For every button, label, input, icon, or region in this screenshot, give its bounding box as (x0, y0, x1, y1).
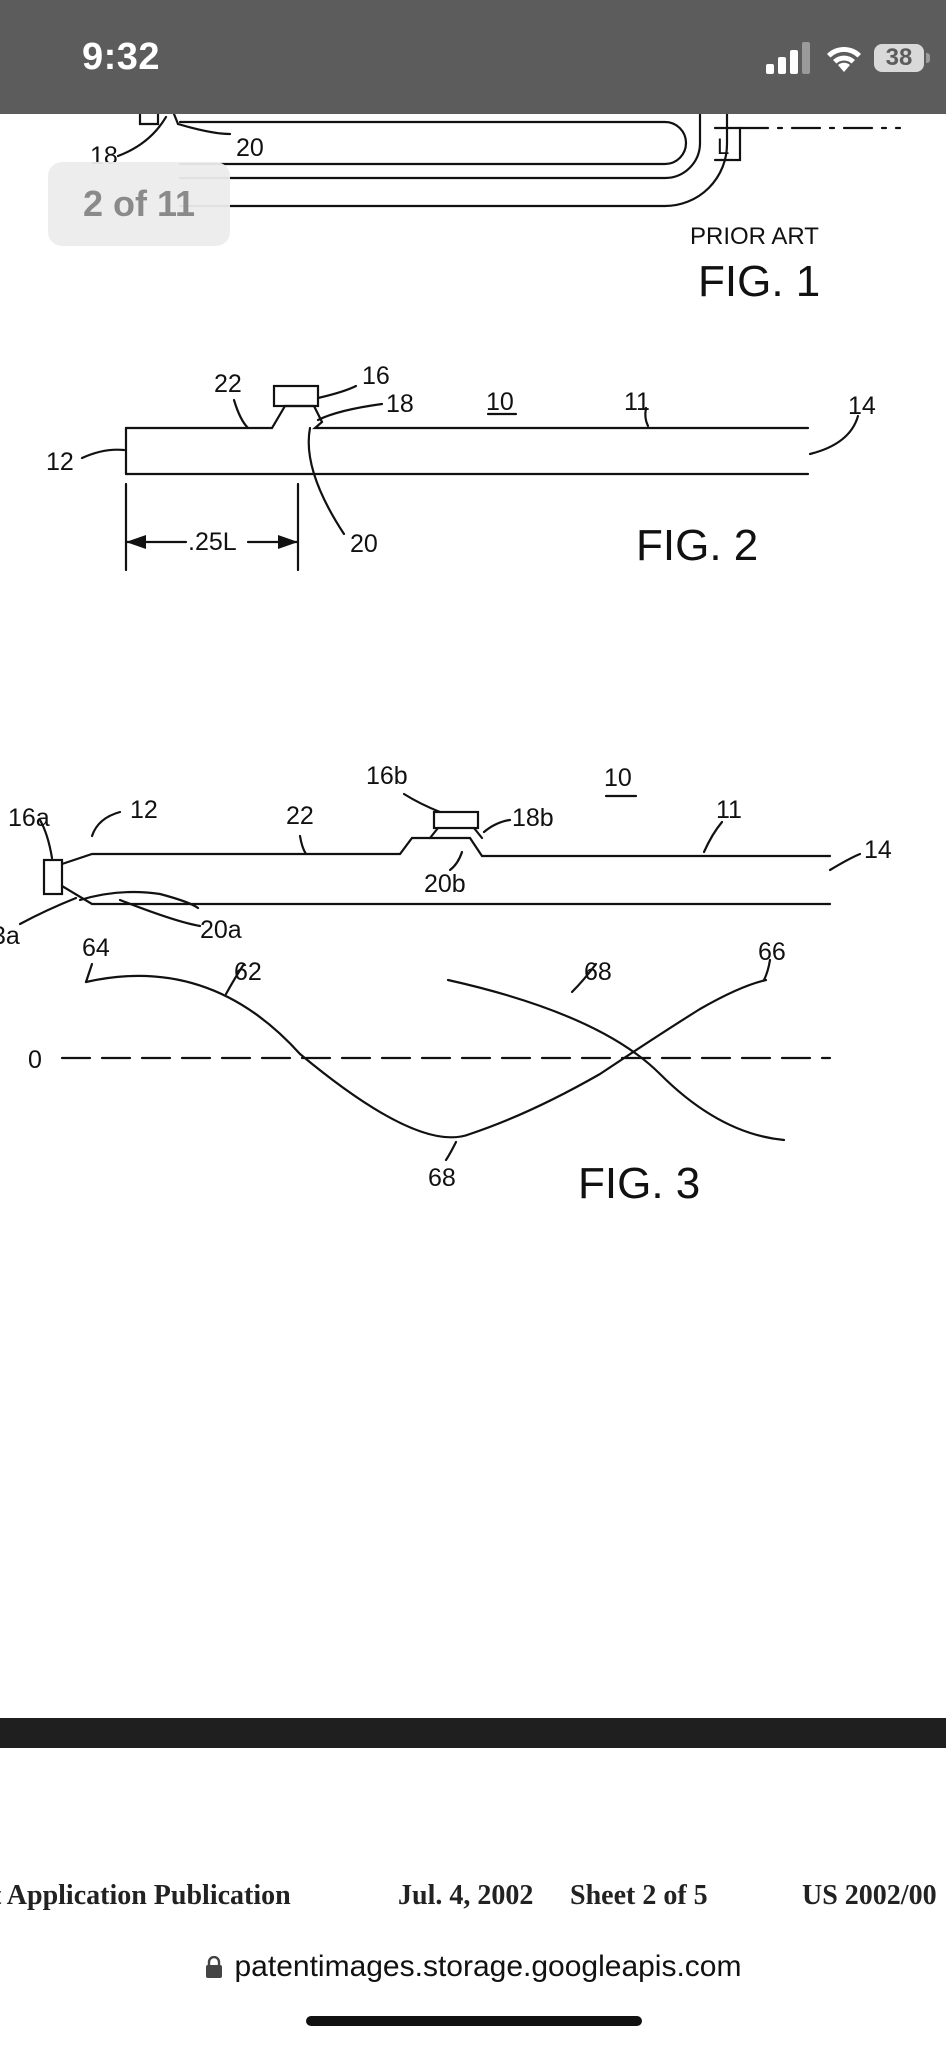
publication-number: US 2002/00 (802, 1880, 937, 1911)
fig1-leader-20 (176, 122, 232, 136)
fig3-label-11: 11 (716, 796, 742, 824)
page-separator (0, 1718, 946, 1748)
battery-cap (926, 53, 930, 63)
fig3-leader-18b (482, 818, 512, 834)
fig1-label-20: 20 (236, 134, 264, 162)
fig3-leader-14 (828, 852, 862, 872)
fig2-label-22: 22 (214, 370, 242, 398)
battery-level: 38 (885, 44, 913, 71)
fig3-leader-62 (224, 962, 246, 996)
fig2-leader-20 (307, 426, 346, 536)
fig1-box (713, 126, 742, 162)
fig1-clamp-edge (172, 114, 180, 126)
fig3-label-20b: 20b (424, 870, 466, 898)
fig3-title: FIG. 3 (578, 1159, 700, 1208)
status-time: 9:32 (82, 36, 161, 78)
fig2-label-14: 14 (848, 392, 876, 420)
publication-header: t Application Publication Jul. 4, 2002 S… (0, 1880, 946, 1920)
fig3-bottom-surface (60, 884, 832, 906)
fig3-label-3a: 3a (0, 922, 20, 950)
patent-figures: 18 20 L PRIOR ART FIG. 1 22 16 18 10 11 … (0, 114, 902, 1208)
fig3-label-22: 22 (286, 802, 314, 830)
fig3-leader-20b (448, 850, 464, 872)
patent-drawing-page[interactable]: 18 20 L PRIOR ART FIG. 1 22 16 18 10 11 … (0, 114, 946, 1718)
address-bar[interactable]: patentimages.storage.googleapis.com (0, 1950, 946, 1990)
next-page-area (0, 1748, 946, 2048)
fig1-tube-inner (178, 120, 688, 166)
fig3-label-16b: 16b (366, 762, 408, 790)
fig3-label-68-top: 68 (584, 958, 612, 986)
fig1-title: FIG. 1 (698, 257, 820, 306)
publication-type: t Application Publication (0, 1880, 291, 1911)
lock-icon (205, 1956, 222, 1978)
battery-body (874, 44, 924, 72)
fig1-label-L: L (717, 134, 729, 159)
fig2-label-11: 11 (624, 388, 650, 416)
fig3-sensor-16a (42, 858, 64, 896)
url-text[interactable]: patentimages.storage.googleapis.com (234, 1950, 742, 1983)
fig3-label-18b: 18b (512, 804, 554, 832)
fig3-sensor-20a-loop (78, 890, 200, 910)
fig3-label-20a: 20a (200, 916, 242, 944)
sheet-number: Sheet 2 of 5 (570, 1880, 708, 1911)
fig2-dim-arrowhead-left (126, 535, 146, 549)
fig3-sensor-16b-leg-r (472, 826, 484, 840)
fig2-leader-22 (232, 398, 250, 430)
fig3-leader-3a (18, 896, 78, 926)
fig3-curve-68 (446, 978, 786, 1142)
fig2-label-25L: .25L (188, 528, 237, 556)
fig1-leader-18 (116, 115, 168, 158)
fig2-label-16: 16 (362, 362, 390, 390)
wifi-icon (827, 46, 861, 72)
publication-date: Jul. 4, 2002 (398, 1880, 534, 1911)
fig1-tube-outer (178, 114, 702, 180)
fig2-label-12: 12 (46, 448, 74, 476)
fig2-leader-16 (316, 384, 358, 400)
fig2-leader-18 (316, 402, 384, 422)
fig3-label-16a: 16a (8, 804, 50, 832)
fig3-leader-20a (118, 898, 202, 928)
fig2-sensor-16 (272, 384, 320, 408)
fig3-label-62: 62 (234, 958, 262, 986)
fig3-label-10: 10 (604, 764, 632, 792)
fig3-label-64: 64 (82, 934, 110, 962)
battery-icon: 38 (874, 44, 930, 74)
fig3-label-68-bottom: 68 (428, 1164, 456, 1192)
fig2-title: FIG. 2 (636, 521, 758, 570)
fig2-leader-11 (644, 406, 650, 428)
cellular-signal-icon (766, 42, 810, 74)
fig2-leader-14 (808, 414, 860, 456)
fig3-curve-62-66 (84, 974, 768, 1139)
fig2-label-10: 10 (486, 388, 514, 416)
fig1-prior-art: PRIOR ART (690, 223, 819, 250)
fig3-leader-68-top (570, 962, 598, 994)
fig3-leader-11 (702, 820, 724, 854)
fig3-leader-12 (90, 810, 122, 838)
fig3-leader-64 (84, 962, 94, 984)
fig1-sheath (178, 114, 729, 208)
fig3-leader-16a (38, 818, 54, 860)
fig2-label-20: 20 (350, 530, 378, 558)
fig3-leader-68-bottom (444, 1140, 458, 1162)
fig2-dim-arrowhead-right (278, 535, 298, 549)
fig3-sensor-16b-leg-l (428, 826, 440, 840)
fig3-label-66: 66 (758, 938, 786, 966)
status-bar: 9:32 38 (0, 0, 946, 114)
fig3-label-12: 12 (130, 796, 158, 824)
fig3-sensor-16b (432, 810, 480, 830)
fig2-label-18: 18 (386, 390, 414, 418)
fig3-top-surface (60, 836, 832, 866)
fig3-label-14: 14 (864, 836, 892, 864)
home-indicator[interactable] (306, 2016, 642, 2026)
fig1-clamp (138, 114, 160, 126)
fig3-leader-66 (762, 958, 772, 982)
page-indicator: 2 of 11 (48, 162, 230, 246)
fig3-leader-16b (402, 792, 442, 814)
fig2-leader-12 (80, 448, 126, 460)
fig2-top-surface (124, 404, 810, 430)
fig3-leader-22 (298, 834, 308, 856)
fig3-label-0: 0 (28, 1046, 42, 1074)
